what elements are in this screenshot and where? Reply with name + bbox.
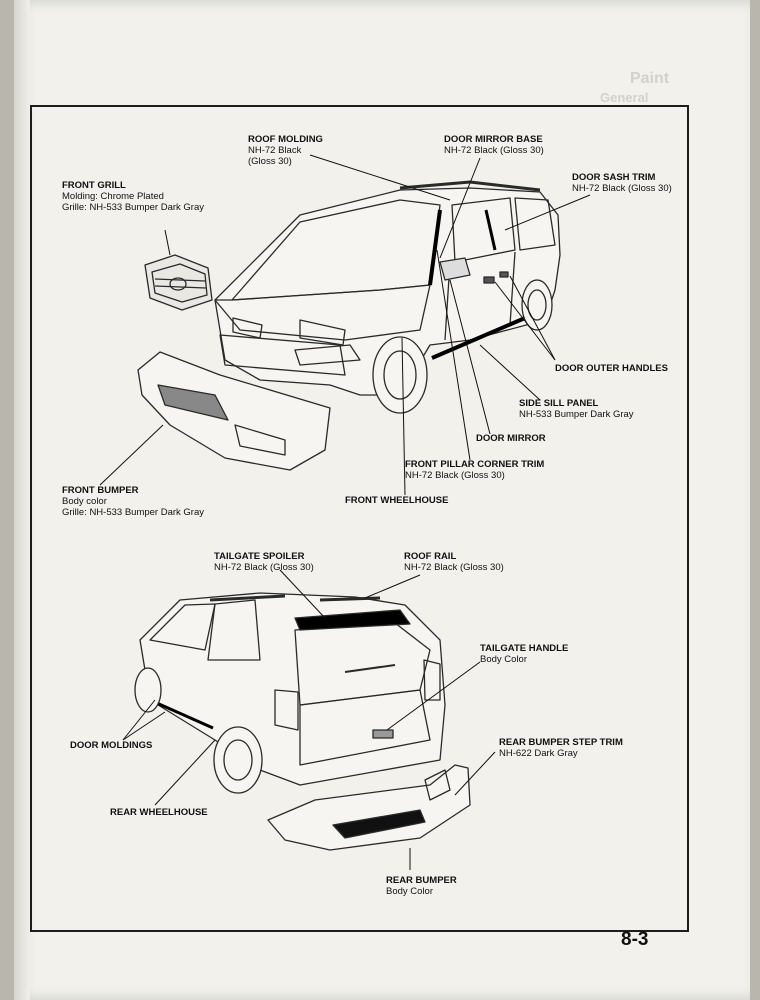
callout-front-wheelhouse: FRONT WHEELHOUSE xyxy=(345,495,449,506)
rear-van-illustration xyxy=(134,592,446,794)
callout-door-sash-trim: DOOR SASH TRIM NH-72 Black (Gloss 30) xyxy=(572,172,672,194)
front-grill-exploded xyxy=(144,254,213,311)
callout-door-mirror: DOOR MIRROR xyxy=(476,433,546,444)
callout-front-pillar-corner-trim: FRONT PILLAR CORNER TRIM NH-72 Black (Gl… xyxy=(405,459,545,481)
callout-tailgate-spoiler: TAILGATE SPOILER NH-72 Black (Gloss 30) xyxy=(214,551,314,573)
callout-roof-molding: ROOF MOLDING NH-72 Black (Gloss 30) xyxy=(248,134,323,167)
callout-roof-rail: ROOF RAIL NH-72 Black (Gloss 30) xyxy=(404,551,504,573)
callout-door-mirror-base: DOOR MIRROR BASE NH-72 Black (Gloss 30) xyxy=(444,134,544,156)
page-number: 8-3 xyxy=(621,929,649,950)
callout-front-bumper: FRONT BUMPER Body color Grille: NH-533 B… xyxy=(62,485,205,518)
diagram-frame xyxy=(30,105,689,932)
callout-rear-bumper-step-trim: REAR BUMPER STEP TRIM NH-622 Dark Gray xyxy=(499,737,623,759)
callout-door-outer-handles: DOOR OUTER HANDLES xyxy=(555,363,668,374)
callout-door-moldings: DOOR MOLDINGS xyxy=(70,740,153,751)
callout-front-grill: FRONT GRILL Molding: Chrome Plated Grill… xyxy=(62,180,205,213)
page-binding xyxy=(14,0,30,1000)
front-van-illustration xyxy=(214,180,561,414)
bleed-through-section-title: Paint xyxy=(630,70,670,87)
front-bumper-exploded xyxy=(137,351,331,471)
callout-tailgate-handle: TAILGATE HANDLE Body Color xyxy=(480,643,569,665)
callout-side-sill-panel: SIDE SILL PANEL NH-533 Bumper Dark Gray xyxy=(519,398,634,420)
callout-rear-bumper: REAR BUMPER Body Color xyxy=(386,875,457,897)
bleed-through-sub-title: General xyxy=(600,90,649,105)
callout-rear-wheelhouse: REAR WHEELHOUSE xyxy=(110,807,208,818)
rear-bumper-exploded xyxy=(267,764,471,851)
